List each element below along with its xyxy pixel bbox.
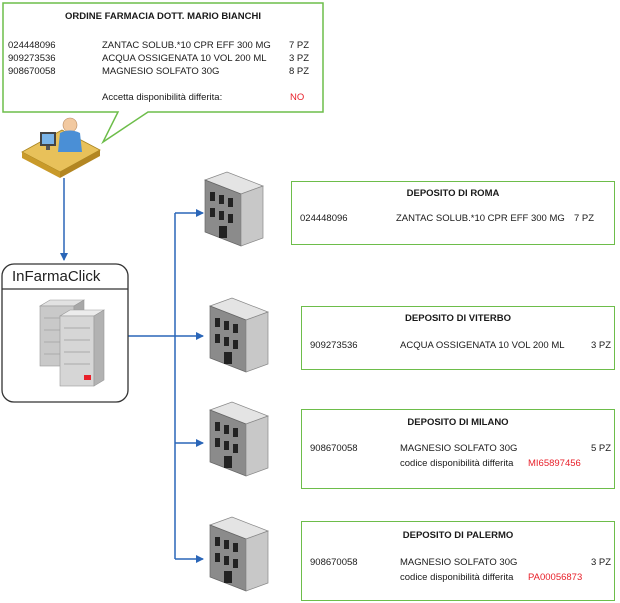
depot-code: 024448096 xyxy=(300,213,348,224)
depot-title: DEPOSITO DI PALERMO xyxy=(402,530,514,541)
building-icon-roma xyxy=(204,171,264,247)
depot-deferred-code: MI65897456 xyxy=(528,458,581,469)
depot-qty: 5 PZ xyxy=(591,443,612,454)
depot-qty: 7 PZ xyxy=(574,213,595,224)
depot-desc: ACQUA OSSIGENATA 10 VOL 200 ML xyxy=(400,340,565,351)
depot-code: 908670058 xyxy=(310,443,358,454)
depot-deferred-label: codice disponibilità differita xyxy=(400,572,514,583)
building-icon-milano xyxy=(209,401,269,477)
order-row-code: 908670058 xyxy=(8,66,56,77)
depot-box-viterbo: DEPOSITO DI VITERBO 909273536 ACQUA OSSI… xyxy=(301,306,615,370)
depot-title: DEPOSITO DI VITERBO xyxy=(405,313,511,324)
order-row-desc: ZANTAC SOLUB.*10 CPR EFF 300 MG xyxy=(102,40,271,51)
depot-title: DEPOSITO DI MILANO xyxy=(407,417,509,428)
depot-code: 909273536 xyxy=(310,340,358,351)
order-row-qty: 3 PZ xyxy=(289,53,310,64)
depot-box-roma: DEPOSITO DI ROMA 024448096 ZANTAC SOLUB.… xyxy=(291,181,615,245)
depot-deferred-code: PA00056873 xyxy=(528,572,583,583)
deferred-availability-label: Accetta disponibilità differita: xyxy=(102,92,223,103)
depot-qty: 3 PZ xyxy=(591,557,612,568)
order-row-desc: MAGNESIO SOLFATO 30G xyxy=(102,66,220,77)
depot-desc: MAGNESIO SOLFATO 30G xyxy=(400,443,518,454)
building-icon-viterbo xyxy=(209,297,269,373)
server-icon xyxy=(38,299,106,387)
system-name: InFarmaClick xyxy=(12,268,101,285)
depot-title: DEPOSITO DI ROMA xyxy=(406,188,500,199)
depot-desc: ZANTAC SOLUB.*10 CPR EFF 300 MG xyxy=(396,213,565,224)
order-row-code: 024448096 xyxy=(8,40,56,51)
order-row-desc: ACQUA OSSIGENATA 10 VOL 200 ML xyxy=(102,53,267,64)
depot-qty: 3 PZ xyxy=(591,340,612,351)
user-workstation-icon xyxy=(21,117,101,178)
order-title: ORDINE FARMACIA DOTT. MARIO BIANCHI xyxy=(65,11,261,22)
depot-deferred-label: codice disponibilità differita xyxy=(400,458,514,469)
order-callout-shape xyxy=(2,2,324,145)
order-row-code: 909273536 xyxy=(8,53,56,64)
depot-code: 908670058 xyxy=(310,557,358,568)
order-row-qty: 7 PZ xyxy=(289,40,310,51)
depot-box-milano: DEPOSITO DI MILANO 908670058 MAGNESIO SO… xyxy=(301,409,615,489)
order-row-qty: 8 PZ xyxy=(289,66,310,77)
building-icon-palermo xyxy=(209,516,269,592)
depot-desc: MAGNESIO SOLFATO 30G xyxy=(400,557,518,568)
deferred-availability-value: NO xyxy=(290,92,305,103)
depot-box-palermo: DEPOSITO DI PALERMO 908670058 MAGNESIO S… xyxy=(301,521,615,601)
